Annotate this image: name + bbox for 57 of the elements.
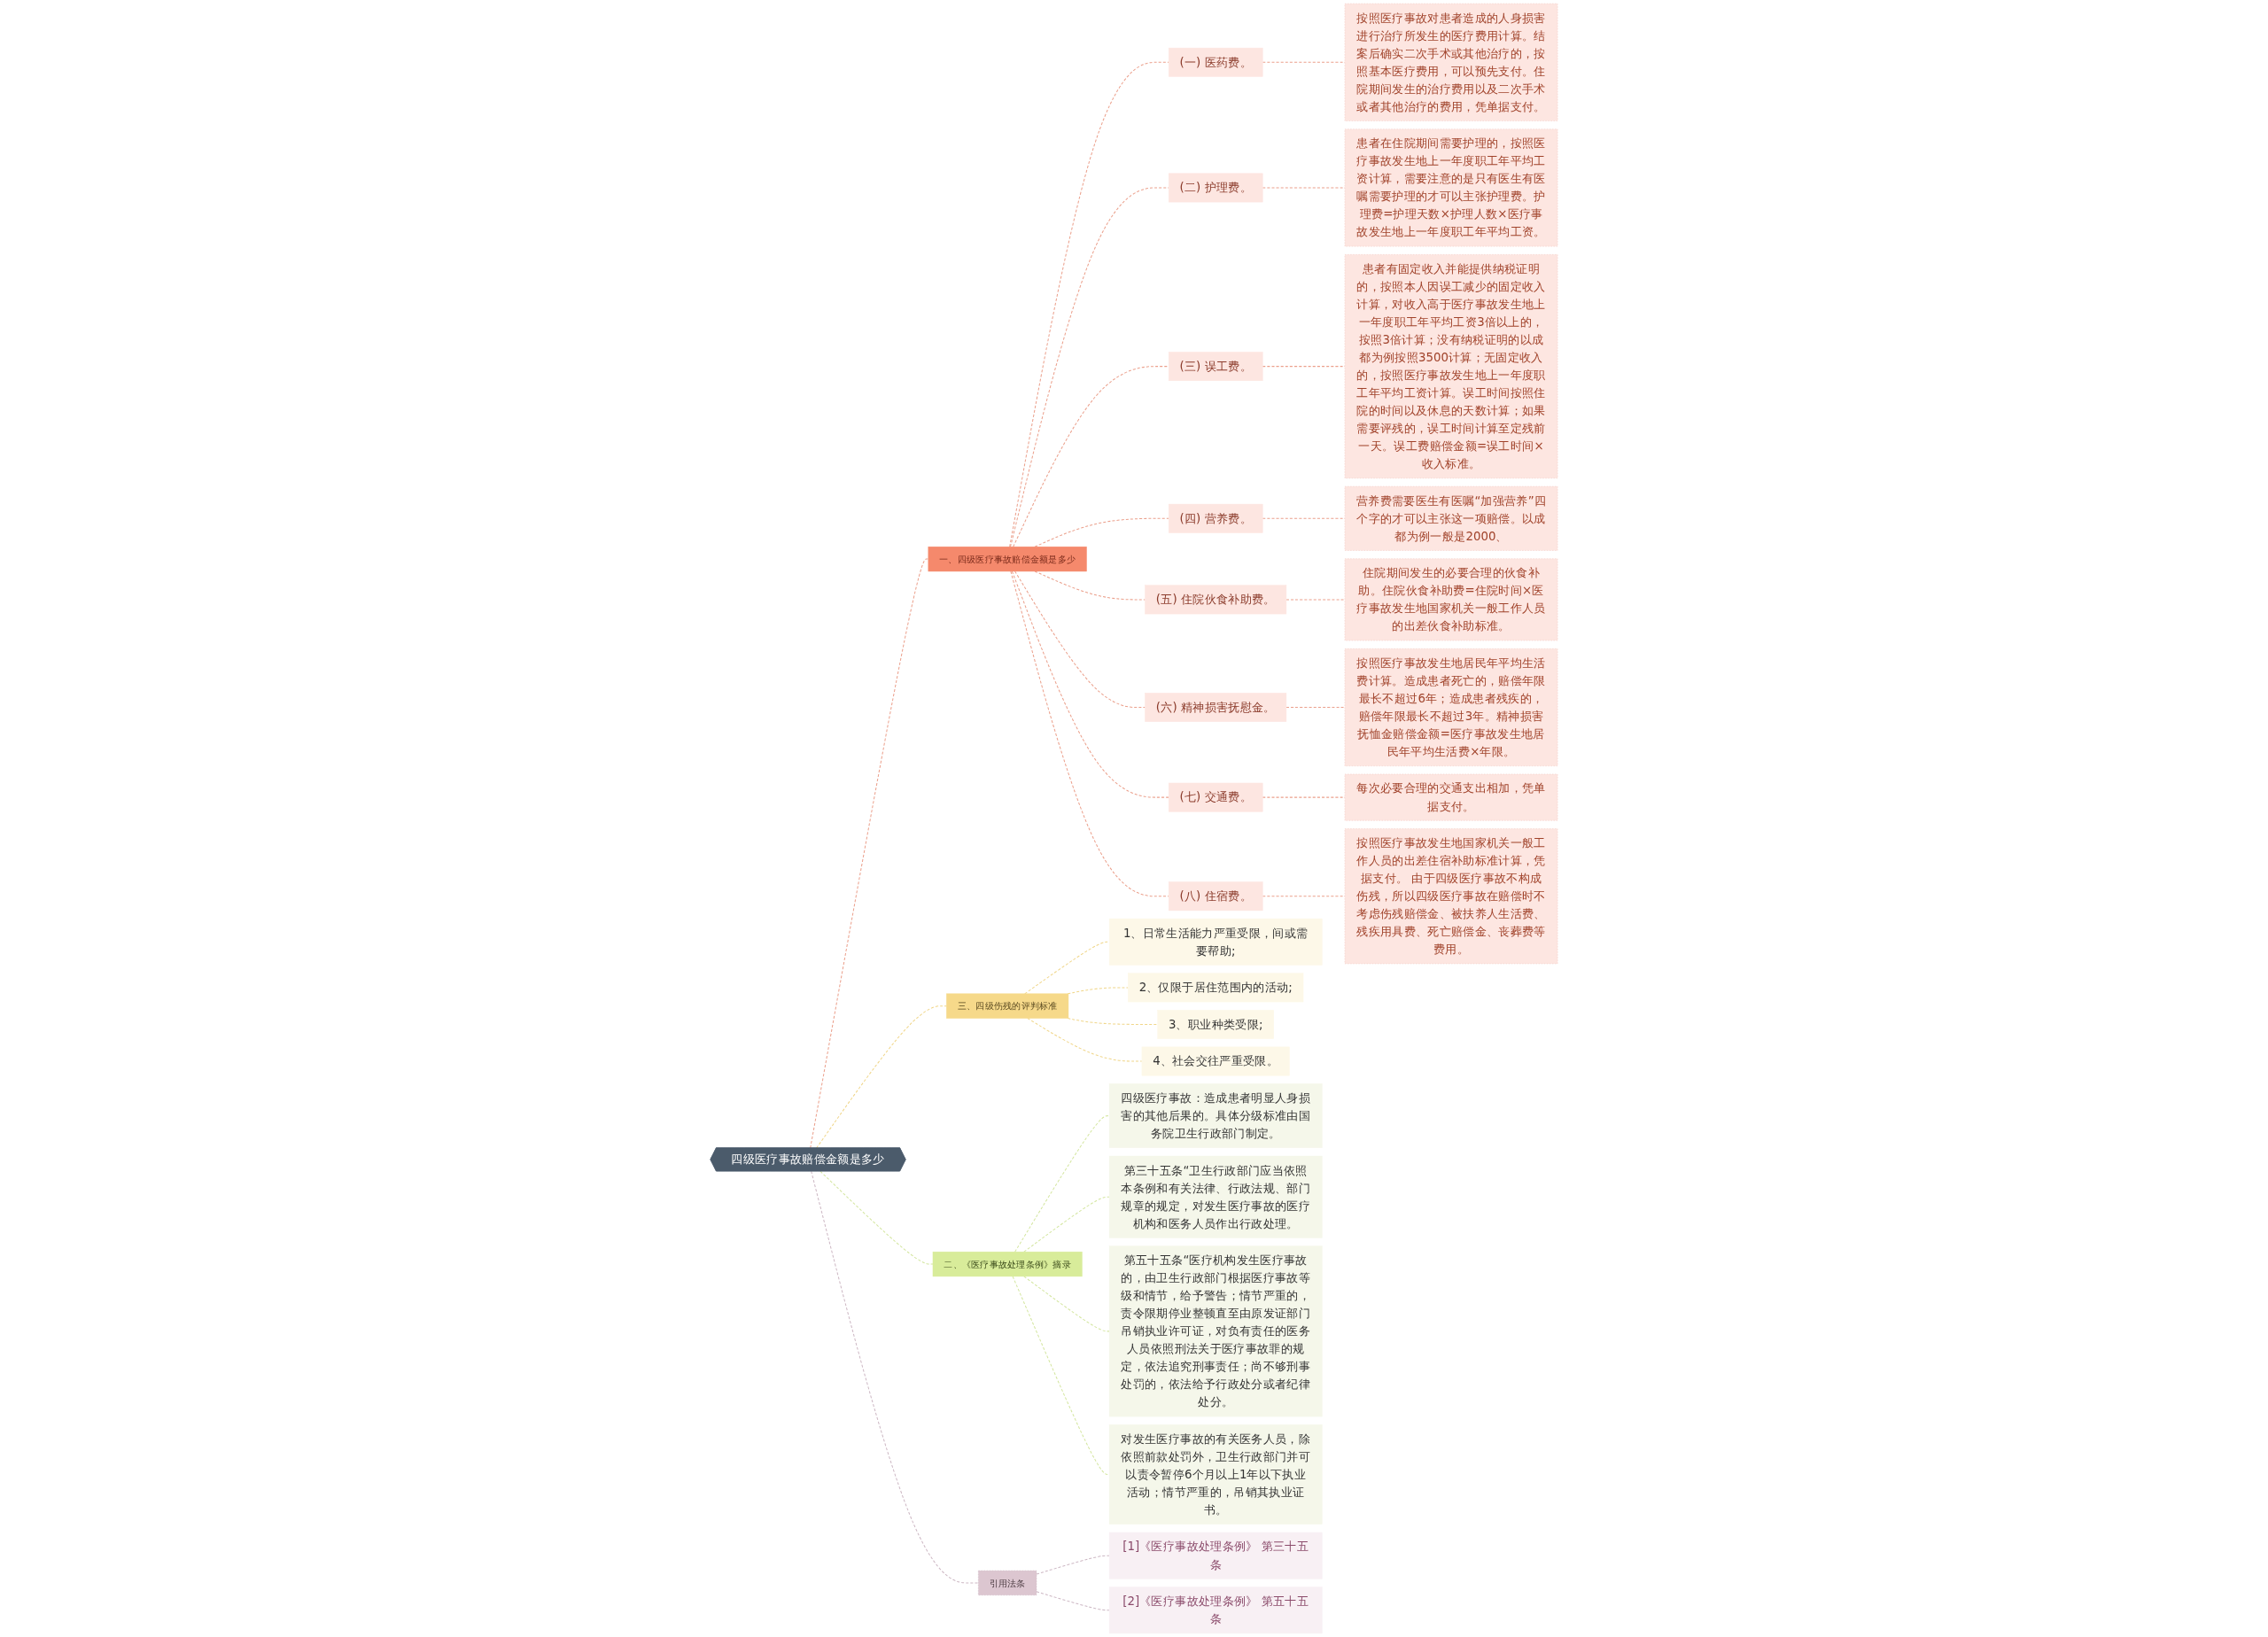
connector: [1010, 570, 1169, 897]
connector: [1011, 570, 1169, 798]
connector: [1036, 1591, 1110, 1611]
node-box: 四级医疗事故：造成患者明显人身损害的其他后果的。具体分级标准由国务院卫生行政部门制定。: [1108, 1083, 1323, 1149]
node-box: 一、四级医疗事故赔偿金额是多少: [928, 547, 1087, 572]
connector: [1262, 517, 1346, 519]
node-box: 3、职业种类受限;: [1157, 1010, 1274, 1039]
node-box: (七) 交通费。: [1168, 782, 1263, 812]
node-box: (五) 住院伙食补助费。: [1145, 585, 1287, 615]
node-box: 按照医疗事故对患者造成的人身损害进行治疗所发生的医疗费用计算。结案后确实二次手术或其他治疗的，按照基本医疗费用，可以预先支付。住院期间发生的治疗费用以及二次手术或者其他治疗的费用，凭单据支付。: [1344, 3, 1558, 121]
connector: [1023, 1276, 1110, 1332]
connector: [1014, 570, 1146, 709]
connector: [811, 1170, 979, 1584]
node-box: 2、仅限于居住范围内的活动;: [1128, 973, 1304, 1003]
connector: [1262, 796, 1346, 798]
connector: [819, 1170, 934, 1265]
node-box: 第三十五条“卫生行政部门应当依照本条例和有关法律、行政法规、部门规章的规定，对发生医疗事故的医疗机构和医务人员作出行政处理。: [1108, 1155, 1323, 1238]
connector: [1034, 517, 1169, 547]
node-box: 三、四级伤残的评判标准: [946, 993, 1069, 1019]
connector: [1285, 707, 1346, 709]
node-box: 营养费需要医生有医嘱“加强营养”四个字的才可以主张这一项赔偿。以成都为例一般是2000、: [1344, 485, 1558, 551]
node-box: 第五十五条“医疗机构发生医疗事故的，由卫生行政部门根据医疗事故等级和情节，给予警告；情节严重的，责令限期停业整顿直至由原发证部门吊销执业许可证，对负有责任的医务人员依照刑法关于医疗事故罪的规定，依法追究刑事责任；尚不够刑事处罚的，依法给予行政处分或者纪律处分。: [1108, 1245, 1323, 1417]
node-box: 按照医疗事故发生地居民年平均生活费计算。造成患者死亡的，赔偿年限最长不超过6年；造成患者残疾的，赔偿年限最长不超过3年。精神损害抚恤金赔偿金额=医疗事故发生地居民年平均生活费×年限。: [1344, 648, 1558, 766]
node-box: (三) 误工费。: [1168, 352, 1263, 382]
connector: [1024, 941, 1110, 995]
connector: [1010, 187, 1169, 547]
connector: [816, 1005, 947, 1149]
node-box: 按照医疗事故发生地国家机关一般工作人员的出差住宿补助标准计算，凭据支付。 由于四级医疗事故不构成伤残，所以四级医疗事故在赔偿时不考虑伤残赔偿金、被扶养人生活费、残疾用具费、死亡赔偿金、丧葬费等费用。: [1344, 828, 1558, 965]
node-box: (四) 营养费。: [1168, 503, 1263, 533]
node-box: 4、社会交往严重受限。: [1141, 1046, 1290, 1076]
connector: [1009, 61, 1169, 547]
node-box: [2]《医疗事故处理条例》 第五十五条: [1108, 1587, 1323, 1634]
node-box: 患者在住院期间需要护理的，按照医疗事故发生地上一年度职工年平均工资计算，需要注意的是只有医生有医嘱需要护理的才可以主张护理费。护理费=护理天数×护理人数×医疗事故发生地上一年度职工年平均工资。: [1344, 128, 1558, 247]
connector: [1262, 896, 1346, 897]
connector: [1285, 599, 1346, 601]
node-box: (六) 精神损害抚慰金。: [1145, 693, 1287, 722]
node-box: 1、日常生活能力严重受限，间或需要帮助;: [1108, 918, 1323, 966]
node-box: 住院期间发生的必要合理的伙食补助。住院伙食补助费=住院时间×医疗事故发生地国家机关一般工作人员的出差伙食补助标准。: [1344, 558, 1558, 641]
connector: [1262, 187, 1346, 189]
node-box: (二) 护理费。: [1168, 173, 1263, 203]
connector: [1012, 1276, 1110, 1476]
node-box: 每次必要合理的交通支出相加，凭单据支付。: [1344, 773, 1558, 821]
node-box: 二、《医疗事故处理条例》摘录: [932, 1251, 1083, 1277]
connector: [1067, 987, 1129, 995]
node-box: 患者有固定收入并能提供纳税证明的，按照本人因误工减少的固定收入计算，对收入高于医疗事故发生地上一年度职工年平均工资3倍以上的，按照3倍计算；没有纳税证明的以成都为例按照3500计算；无固定收入的，按照医疗事故发生地上一年度职工年平均工资计算。误工时间按照住院的时间以及休息的天数计算；如果需要评残的，误工时间计算至定残前一天。误工费赔偿金额=误工时间×收入标准。: [1344, 254, 1558, 479]
node-box: (一) 医药费。: [1168, 47, 1263, 77]
connector: [1067, 1018, 1159, 1025]
node-box: 引用法条: [978, 1570, 1037, 1596]
node-box: [1]《医疗事故处理条例》 第三十五条: [1108, 1532, 1323, 1579]
connector: [1023, 1196, 1110, 1253]
node-box: 对发生医疗事故的有关医务人员，除依照前款处罚外，卫生行政部门并可以责令暂停6个月以上1年以下执业活动；情节严重的，吊销其执业证书。: [1108, 1424, 1323, 1525]
connector: [1014, 1115, 1110, 1253]
node-box: (八) 住宿费。: [1168, 881, 1263, 912]
connector: [1262, 61, 1346, 63]
connector: [1013, 366, 1169, 547]
connector: [1262, 366, 1346, 368]
connector: [1036, 1555, 1110, 1575]
